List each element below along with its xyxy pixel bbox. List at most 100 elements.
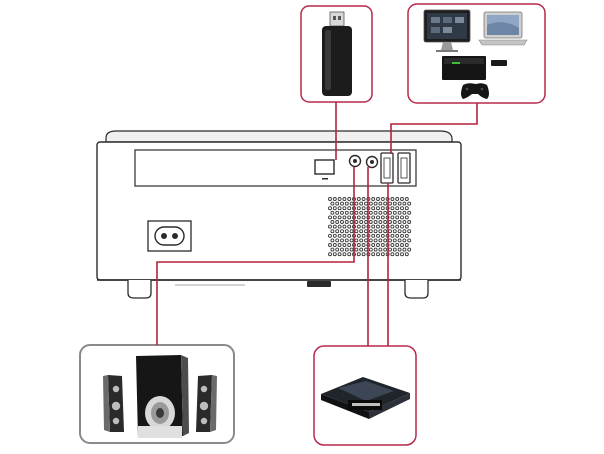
audio-speaker-connector-line <box>156 167 355 345</box>
vent-hole <box>380 197 385 201</box>
vent-hole <box>400 233 404 238</box>
vent-hole <box>404 215 409 220</box>
media-player-icon <box>321 377 410 419</box>
vent-hole <box>354 229 359 234</box>
vent-hole <box>371 252 376 257</box>
vent-hole <box>407 210 412 215</box>
vent-hole <box>402 210 407 215</box>
vent-hole <box>407 229 412 234</box>
vent-hole <box>349 210 354 215</box>
vent-hole <box>376 243 380 247</box>
vent-hole <box>383 238 388 243</box>
vent-hole <box>330 229 335 234</box>
vent-hole <box>335 247 340 252</box>
vent-hole <box>404 233 409 238</box>
vent-hole <box>337 224 342 229</box>
vent-hole <box>354 220 359 224</box>
vent-hole <box>335 201 340 206</box>
vent-hole <box>395 215 400 220</box>
vent-hole <box>400 252 404 257</box>
vent-hole <box>378 220 383 224</box>
vent-hole <box>332 224 337 229</box>
vent-hole <box>337 243 342 247</box>
vent-hole <box>335 229 340 234</box>
vent-hole <box>371 224 376 229</box>
power-socket-icon <box>154 226 185 246</box>
vent-hole <box>361 197 366 201</box>
vent-hole <box>337 233 342 238</box>
vent-hole <box>390 233 395 238</box>
vent-hole <box>330 210 335 215</box>
vent-hole <box>373 201 378 206</box>
vent-hole <box>400 215 404 220</box>
vent-hole <box>347 215 352 220</box>
vent-hole <box>392 201 397 206</box>
vent-hole <box>347 197 352 201</box>
connector-lines <box>156 102 478 346</box>
vent-hole <box>356 233 361 238</box>
vent-hole <box>380 252 385 257</box>
vent-hole <box>397 247 402 252</box>
vent-hole <box>340 201 344 206</box>
vent-hole <box>371 215 376 220</box>
vent-hole <box>342 215 347 220</box>
vent-hole <box>349 220 354 224</box>
vent-hole <box>383 247 388 252</box>
vent-hole <box>402 229 407 234</box>
vent-hole <box>368 210 373 215</box>
vent-hole <box>373 220 378 224</box>
vent-hole <box>356 252 361 257</box>
vent-hole <box>378 247 383 252</box>
vent-hole <box>390 243 395 247</box>
vent-hole <box>376 206 380 211</box>
vent-hole <box>400 224 404 229</box>
vent-hole <box>407 201 412 206</box>
vent-hole <box>361 233 366 238</box>
vent-hole <box>402 247 407 252</box>
vent-hole <box>368 247 373 252</box>
vent-hole <box>328 224 332 229</box>
vent-hole <box>356 224 361 229</box>
vent-hole <box>407 247 412 252</box>
vent-hole <box>340 247 344 252</box>
vent-hole <box>380 243 385 247</box>
vent-hole <box>407 238 412 243</box>
vent-hole <box>378 201 383 206</box>
vent-hole <box>342 206 347 211</box>
vent-hole <box>335 238 340 243</box>
vent-hole <box>368 201 373 206</box>
vent-hole <box>397 238 402 243</box>
vent-hole <box>376 224 380 229</box>
vent-hole <box>344 247 349 252</box>
vent-hole <box>359 247 364 252</box>
vent-hole <box>397 210 402 215</box>
vent-hole <box>373 238 378 243</box>
monitor-icon <box>423 9 471 52</box>
vent-hole <box>376 252 380 257</box>
vent-hole <box>395 252 400 257</box>
vent-hole <box>335 220 340 224</box>
vent-hole <box>390 197 395 201</box>
vent-hole <box>354 238 359 243</box>
vent-hole <box>342 252 347 257</box>
vent-hole <box>373 210 378 215</box>
vent-hole <box>344 210 349 215</box>
vent-hole <box>380 233 385 238</box>
vent-hole <box>330 220 335 224</box>
vent-hole <box>378 229 383 234</box>
vent-hole <box>349 201 354 206</box>
vent-hole <box>376 233 380 238</box>
vent-hole <box>356 243 361 247</box>
vent-hole <box>368 220 373 224</box>
vent-hole <box>361 224 366 229</box>
vent-hole <box>332 252 337 257</box>
vent-hole <box>354 210 359 215</box>
vent-hole <box>395 206 400 211</box>
vent-hole <box>344 229 349 234</box>
vent-hole <box>392 247 397 252</box>
vent-hole <box>340 210 344 215</box>
vent-hole <box>395 224 400 229</box>
usb-flash-drive-icon <box>322 11 352 96</box>
vent-hole <box>332 215 337 220</box>
vent-hole <box>397 229 402 234</box>
